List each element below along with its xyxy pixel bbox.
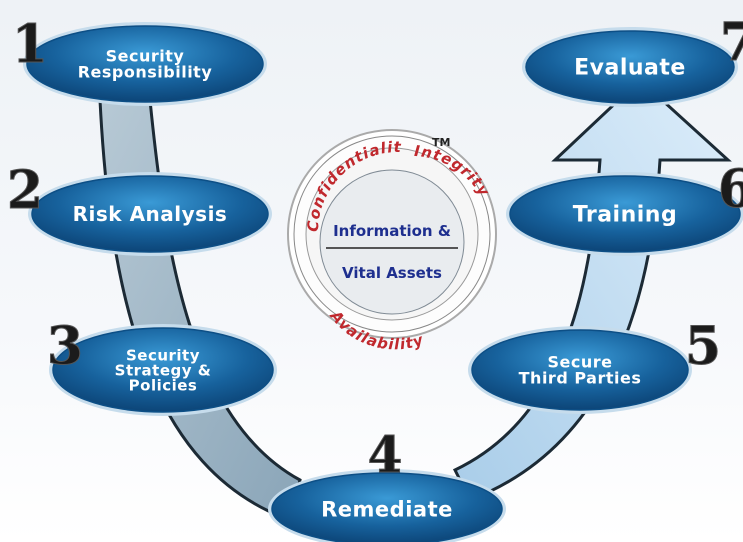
- right-band-arrow: [452, 77, 732, 502]
- step-6-label-line-1: Training: [573, 203, 677, 228]
- step-1-oval: [26, 25, 264, 103]
- trademark-mark: TM: [432, 136, 450, 149]
- step-6-number: 6: [718, 159, 743, 220]
- step-3-number: 3: [47, 316, 83, 377]
- step-4-number: 4: [368, 425, 403, 484]
- step-7-oval: [525, 30, 735, 104]
- step-1-label-line-1: Security: [106, 47, 185, 66]
- step-5-oval: [471, 329, 689, 411]
- step-7: Evaluate 7: [522, 12, 743, 107]
- step-1-label-line-2: Responsibility: [78, 63, 213, 82]
- seal-center-line2: Vital Assets: [342, 264, 442, 282]
- left-band: [98, 98, 302, 522]
- step-4: Remediate 4: [268, 425, 506, 542]
- step-3-label-line-3: Policies: [129, 376, 198, 394]
- step-5-label-line-1: Secure: [548, 353, 613, 372]
- step-7-label-line-1: Evaluate: [574, 56, 686, 81]
- seal-center-line1: Information &: [333, 222, 451, 240]
- step-4-oval: [271, 472, 503, 542]
- step-6-oval: [509, 175, 741, 253]
- step-3-oval: [52, 327, 274, 413]
- step-2-oval: [31, 175, 269, 253]
- step-4-label-line-1: Remediate: [321, 497, 453, 521]
- step-6: Training 6: [506, 159, 743, 256]
- step-3-label-line-2: Strategy &: [115, 361, 212, 379]
- step-5-number: 5: [685, 316, 721, 377]
- step-2-label-line-1: Risk Analysis: [73, 202, 228, 226]
- step-2-number: 2: [7, 160, 43, 221]
- step-1-number: 1: [12, 14, 48, 75]
- step-3-label-line-1: Security: [126, 346, 200, 364]
- step-7-number: 7: [720, 12, 743, 73]
- step-2: Risk Analysis 2: [6, 160, 272, 256]
- step-5-label-line-2: Third Parties: [519, 369, 642, 388]
